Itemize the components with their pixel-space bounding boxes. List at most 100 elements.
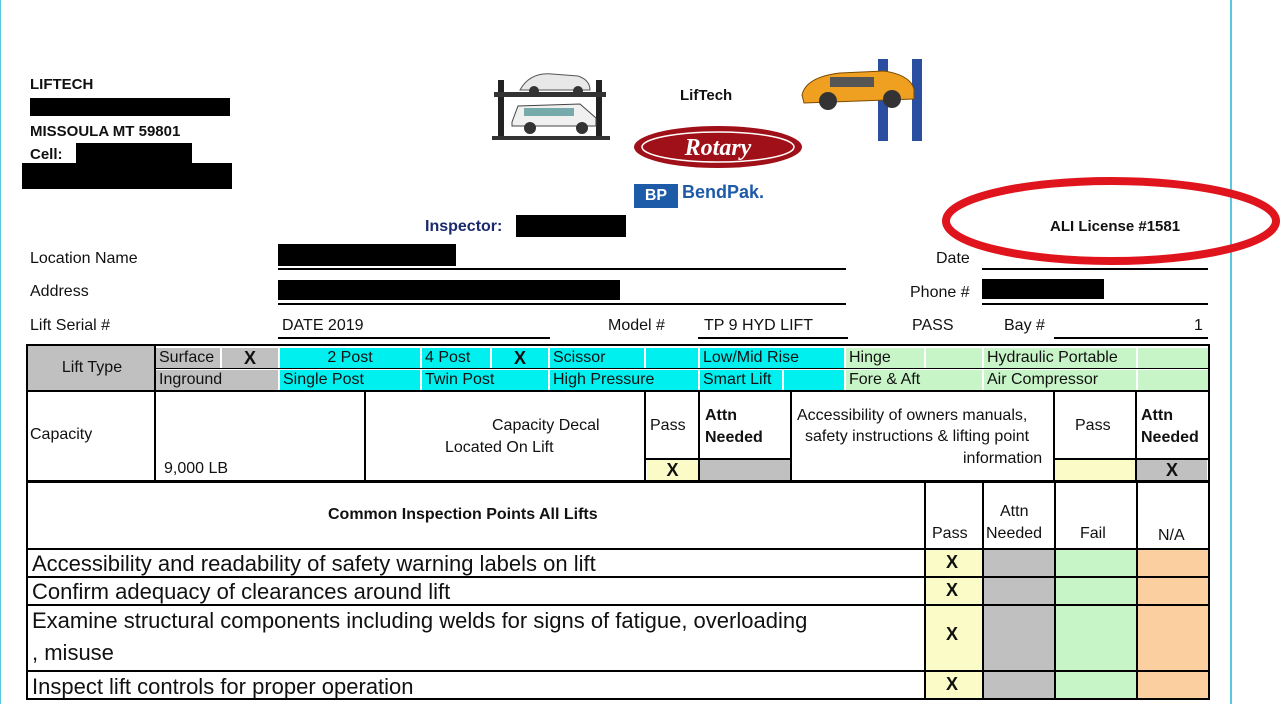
serial-label: Lift Serial # bbox=[30, 317, 111, 334]
table-line bbox=[26, 576, 1210, 578]
table-line bbox=[154, 344, 156, 482]
redacted-address bbox=[30, 98, 230, 116]
model-label: Model # bbox=[608, 317, 665, 334]
na-column-bg bbox=[1138, 550, 1208, 700]
fail-column-bg bbox=[1056, 550, 1136, 700]
phone-label: Phone # bbox=[910, 284, 970, 301]
inspection-row-3-text-cont: , misuse bbox=[32, 640, 114, 665]
license-number: ALI License #1581 bbox=[1050, 218, 1181, 235]
model-field-line bbox=[698, 337, 848, 339]
inspector-label: Inspector: bbox=[425, 218, 503, 235]
address-field-line bbox=[278, 303, 846, 305]
company-name: LIFTECH bbox=[30, 76, 94, 93]
table-line bbox=[364, 390, 366, 482]
table-line bbox=[26, 698, 1210, 700]
inspection-row-4-mark: X bbox=[946, 674, 959, 694]
decal-line2: Located On Lift bbox=[445, 439, 554, 456]
two-post-option: 2 Post bbox=[280, 348, 420, 368]
bay-field-line bbox=[1054, 337, 1208, 339]
smart-lift-option: Smart Lift bbox=[700, 370, 782, 390]
pass-label: PASS bbox=[912, 317, 954, 334]
scissor-option: Scissor bbox=[550, 348, 644, 368]
col-attn-header-1: Attn bbox=[1000, 503, 1029, 520]
table-line bbox=[646, 458, 790, 460]
table-line bbox=[644, 390, 646, 482]
inspection-row-4-text: Inspect lift controls for proper operati… bbox=[32, 674, 414, 699]
col-fail-header: Fail bbox=[1080, 525, 1106, 542]
redacted-inspector bbox=[516, 215, 626, 237]
hinge-option: Hinge bbox=[846, 348, 924, 368]
redacted-phone bbox=[982, 279, 1104, 299]
table-line bbox=[26, 604, 1210, 606]
table-line bbox=[924, 480, 926, 700]
two-post-lift-image bbox=[801, 59, 922, 141]
access-attn-header-2: Needed bbox=[1141, 429, 1199, 446]
inspection-row-2-text: Confirm adequacy of clearances around li… bbox=[32, 579, 451, 604]
capacity-value: 9,000 LB bbox=[164, 460, 229, 477]
phone-field-line bbox=[982, 303, 1208, 305]
redacted-address-field bbox=[278, 280, 620, 300]
inspection-row-3-text: Examine structural components including … bbox=[32, 608, 808, 633]
decal-attn-cell bbox=[700, 460, 790, 480]
lift-type-label: Lift Type bbox=[28, 346, 156, 390]
fore-aft-option: Fore & Aft bbox=[846, 370, 982, 390]
hydraulic-mark-cell bbox=[1138, 348, 1208, 368]
serial-field-line bbox=[278, 337, 550, 339]
table-line bbox=[26, 548, 1210, 550]
four-post-lift-image bbox=[492, 73, 610, 140]
capacity-label: Capacity bbox=[30, 426, 93, 443]
twin-post-option: Twin Post bbox=[422, 370, 548, 390]
hydraulic-option: Hydraulic Portable bbox=[984, 348, 1136, 368]
table-line bbox=[26, 390, 1210, 392]
air-compressor-mark-cell bbox=[1138, 370, 1208, 390]
inspection-row-3-mark: X bbox=[946, 624, 959, 644]
bay-label: Bay # bbox=[1004, 317, 1045, 334]
highlight-circle bbox=[942, 177, 1280, 265]
bendpak-logo: BP BendPak. bbox=[634, 182, 806, 210]
table-line bbox=[1053, 390, 1055, 482]
table-line bbox=[1135, 390, 1137, 482]
decal-line1: Capacity Decal bbox=[492, 417, 600, 434]
redacted-block bbox=[22, 163, 232, 189]
access-attn-mark: X bbox=[1137, 460, 1207, 480]
table-line bbox=[1054, 480, 1056, 700]
address-label: Address bbox=[30, 283, 89, 300]
col-attn-header-2: Needed bbox=[986, 525, 1043, 542]
date-label: Date bbox=[936, 250, 970, 267]
air-compressor-option: Air Compressor bbox=[984, 370, 1136, 390]
table-line bbox=[26, 344, 1210, 346]
smart-lift-mark-cell bbox=[784, 370, 844, 390]
access-pass-header: Pass bbox=[1075, 417, 1111, 434]
table-line bbox=[1136, 480, 1138, 700]
center-title: LifTech bbox=[680, 87, 733, 104]
inspection-title: Common Inspection Points All Lifts bbox=[328, 506, 598, 523]
table-line bbox=[1054, 458, 1210, 460]
inspection-row-2-mark: X bbox=[946, 580, 959, 600]
inspection-row-1-text: Accessibility and readability of safety … bbox=[32, 551, 596, 576]
document-frame bbox=[0, 0, 1232, 704]
company-city: MISSOULA MT 59801 bbox=[30, 123, 181, 140]
date-field-line bbox=[982, 268, 1208, 270]
table-line bbox=[1208, 344, 1210, 700]
access-line3: information bbox=[963, 450, 1043, 467]
col-na-header: N/A bbox=[1158, 527, 1185, 544]
single-post-option: Single Post bbox=[280, 370, 420, 390]
serial-value: DATE 2019 bbox=[282, 317, 364, 334]
table-line bbox=[26, 670, 1210, 672]
pass-column-bg bbox=[926, 550, 982, 700]
surface-option: Surface bbox=[156, 348, 220, 368]
decal-pass-header: Pass bbox=[650, 417, 686, 434]
surface-mark: X bbox=[222, 348, 278, 368]
location-label: Location Name bbox=[30, 250, 138, 267]
location-field-line bbox=[278, 268, 846, 270]
redacted-cell bbox=[76, 143, 192, 163]
redacted-location bbox=[278, 244, 456, 266]
access-line1: Accessibility of owners manuals, bbox=[797, 407, 1028, 424]
inground-option: Inground bbox=[156, 370, 278, 390]
four-post-mark: X bbox=[492, 348, 548, 368]
decal-attn-header-1: Attn bbox=[705, 407, 737, 424]
access-line2: safety instructions & lifting point bbox=[805, 428, 1030, 445]
bendpak-logo-text: BendPak. bbox=[682, 182, 765, 202]
table-line bbox=[26, 344, 28, 700]
inspection-row-1-mark: X bbox=[946, 552, 959, 572]
